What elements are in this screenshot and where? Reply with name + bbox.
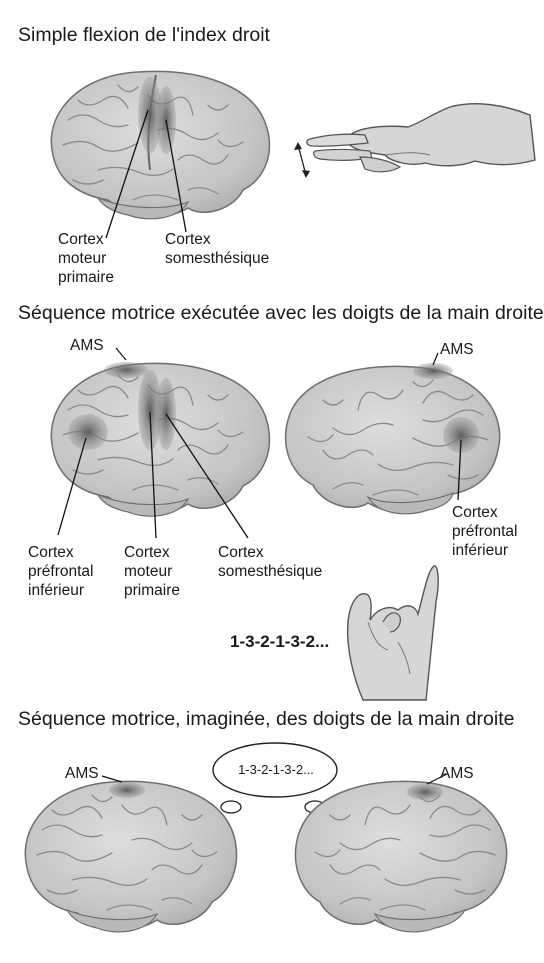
label-somato-cortex-1: Cortex somesthésique (165, 230, 269, 268)
finger-sequence-hand-icon (338, 562, 438, 702)
brain-left-hemisphere-1 (38, 60, 278, 225)
activation-prefrontal (68, 414, 108, 450)
label-motor-cortex-1: Cortex moteur primaire (58, 230, 114, 287)
section3-title: Séquence motrice, imaginée, des doigts d… (18, 708, 514, 731)
label-prefrontal-right-2: Cortex préfrontal inférieur (452, 503, 517, 560)
finger-sequence-text: 1-3-2-1-3-2... (230, 632, 329, 652)
label-somato-cortex-2: Cortex somesthésique (218, 543, 322, 581)
brain-right-hemisphere-2 (283, 355, 513, 525)
brain-left-hemisphere-2 (38, 350, 278, 525)
label-prefrontal-left-2: Cortex préfrontal inférieur (28, 543, 93, 600)
brain-left-hemisphere-3 (12, 770, 247, 940)
label-motor-cortex-2: Cortex moteur primaire (124, 543, 180, 600)
up-down-arrow-icon (292, 140, 312, 180)
section2-title: Séquence motrice exécutée avec les doigt… (18, 302, 544, 325)
activation-ams (104, 362, 148, 378)
activation-ams-imagined (109, 782, 145, 798)
pointing-hand-icon (290, 95, 540, 185)
brain-right-hemisphere-3 (285, 770, 520, 940)
section1-title: Simple flexion de l'index droit (18, 24, 270, 47)
